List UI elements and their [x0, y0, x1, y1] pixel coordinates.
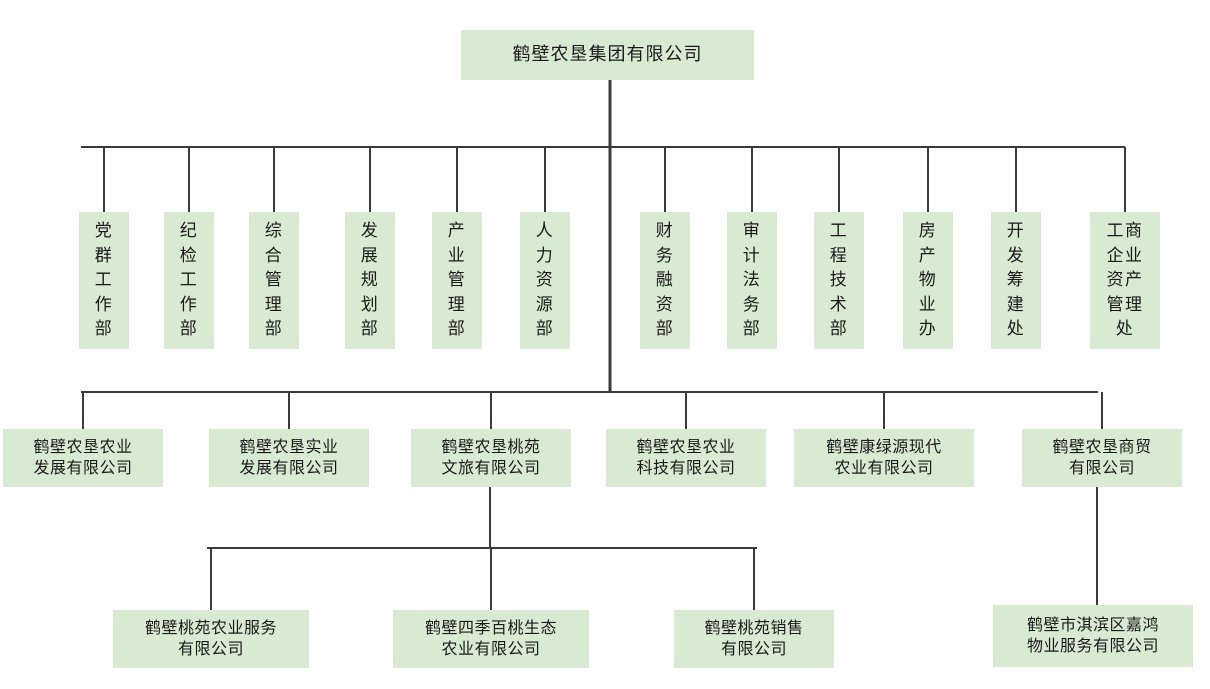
- org-node-subsidiary-2[interactable]: 鹤壁农垦桃苑 文旅有限公司: [411, 429, 571, 487]
- org-node-subsidiary-1[interactable]: 鹤壁农垦实业 发展有限公司: [209, 429, 369, 487]
- org-node-dept-11[interactable]: 工商 企业 资产 管理 处: [1090, 212, 1160, 349]
- org-node-dept-3[interactable]: 发 展 规 划 部: [345, 212, 395, 349]
- org-node-dept-6[interactable]: 财 务 融 资 部: [640, 212, 690, 349]
- org-node-dept-1[interactable]: 纪 检 工 作 部: [164, 212, 214, 349]
- org-node-dept-5[interactable]: 人 力 资 源 部: [520, 212, 570, 349]
- org-node-subsidiary-3[interactable]: 鹤壁农垦农业 科技有限公司: [606, 429, 766, 487]
- org-node-dept-2[interactable]: 综 合 管 理 部: [249, 212, 299, 349]
- org-node-subsidiary-4[interactable]: 鹤壁康绿源现代 农业有限公司: [794, 429, 974, 487]
- org-node-dept-9[interactable]: 房 产 物 业 办: [903, 212, 953, 349]
- org-node-dept-7[interactable]: 审 计 法 务 部: [727, 212, 777, 349]
- org-node-leaf-3[interactable]: 鹤壁市淇滨区嘉鸿 物业服务有限公司: [993, 605, 1193, 667]
- org-node-leaf-2[interactable]: 鹤壁桃苑销售 有限公司: [674, 610, 834, 668]
- org-node-dept-10[interactable]: 开 发 筹 建 处: [991, 212, 1041, 349]
- org-node-dept-0[interactable]: 党 群 工 作 部: [79, 212, 129, 349]
- org-node-subsidiary-5[interactable]: 鹤壁农垦商贸 有限公司: [1022, 429, 1182, 487]
- org-node-subsidiary-0[interactable]: 鹤壁农垦农业 发展有限公司: [3, 429, 163, 487]
- org-node-leaf-1[interactable]: 鹤壁四季百桃生态 农业有限公司: [393, 610, 589, 668]
- org-node-leaf-0[interactable]: 鹤壁桃苑农业服务 有限公司: [113, 610, 309, 668]
- org-node-root[interactable]: 鹤壁农垦集团有限公司: [461, 30, 754, 80]
- org-node-dept-8[interactable]: 工 程 技 术 部: [814, 212, 864, 349]
- org-node-dept-4[interactable]: 产 业 管 理 部: [432, 212, 482, 349]
